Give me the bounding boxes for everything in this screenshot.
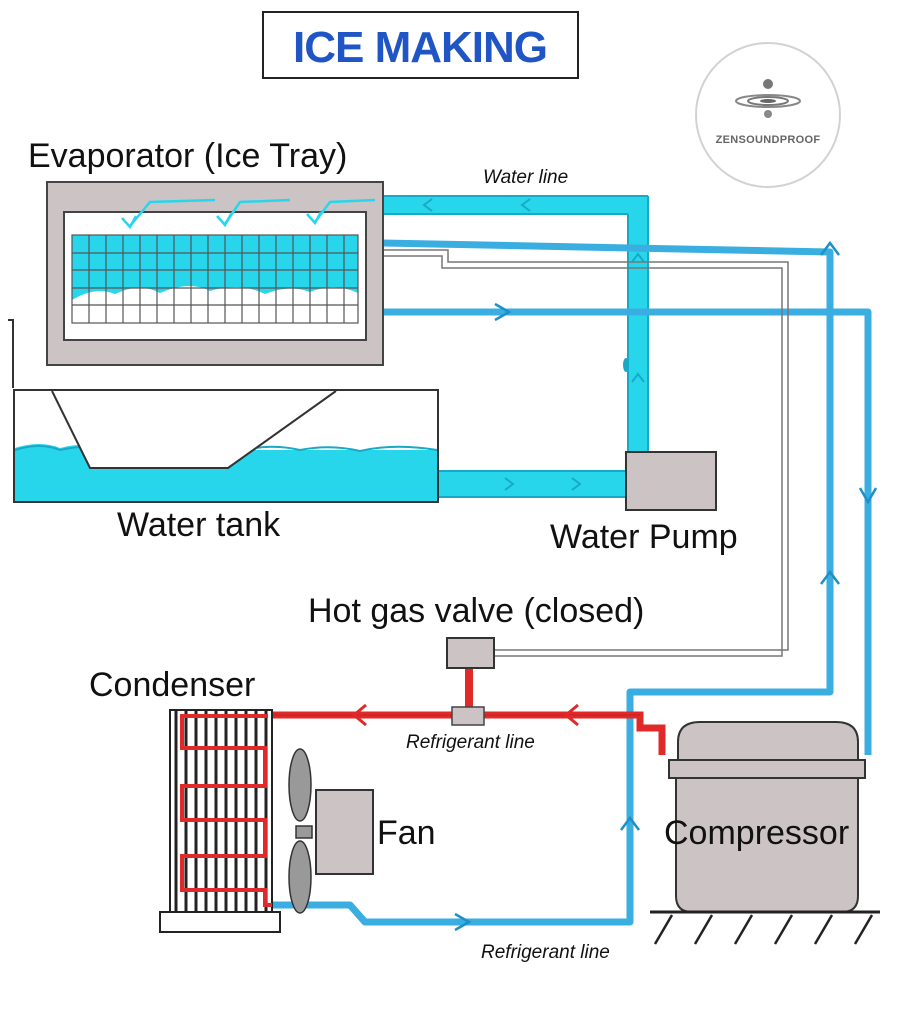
water-line-pipes [383, 195, 649, 498]
title-box: ICE MAKING [262, 11, 579, 79]
hot-gas-bypass-line [383, 249, 789, 657]
hot-refrigerant-line [265, 668, 666, 755]
compressor-label: Compressor [664, 814, 849, 852]
compressor [650, 721, 880, 945]
fan-label: Fan [377, 814, 436, 852]
refrigerant-line-bottom-label: Refrigerant line [481, 942, 610, 963]
zensoundproof-logo: ZENSOUNDPROOF [695, 42, 841, 188]
page-title: ICE MAKING [293, 23, 547, 72]
logo-text: ZENSOUNDPROOF [716, 134, 821, 146]
water-tank-label: Water tank [117, 506, 281, 544]
ice-tray-grid [71, 234, 359, 324]
hot-gas-valve [446, 637, 495, 669]
condenser [159, 709, 281, 933]
condenser-label: Condenser [89, 666, 255, 704]
water-tank [13, 389, 439, 503]
evaporator-label: Evaporator (Ice Tray) [28, 137, 347, 175]
water-flow-arrows [121, 198, 376, 230]
cold-refrigerant-lines [272, 239, 872, 926]
water-ripple-icon [735, 79, 801, 118]
water-pump [625, 451, 717, 511]
hot-gas-valve-label: Hot gas valve (closed) [308, 592, 644, 630]
cold-refrigerant-arrows [454, 240, 878, 932]
evaporator-ice-tray [8, 181, 384, 388]
fan [288, 748, 374, 914]
refrigerant-line-top-label: Refrigerant line [406, 732, 535, 753]
water-line-label: Water line [483, 167, 568, 188]
water-pump-label: Water Pump [550, 518, 738, 556]
